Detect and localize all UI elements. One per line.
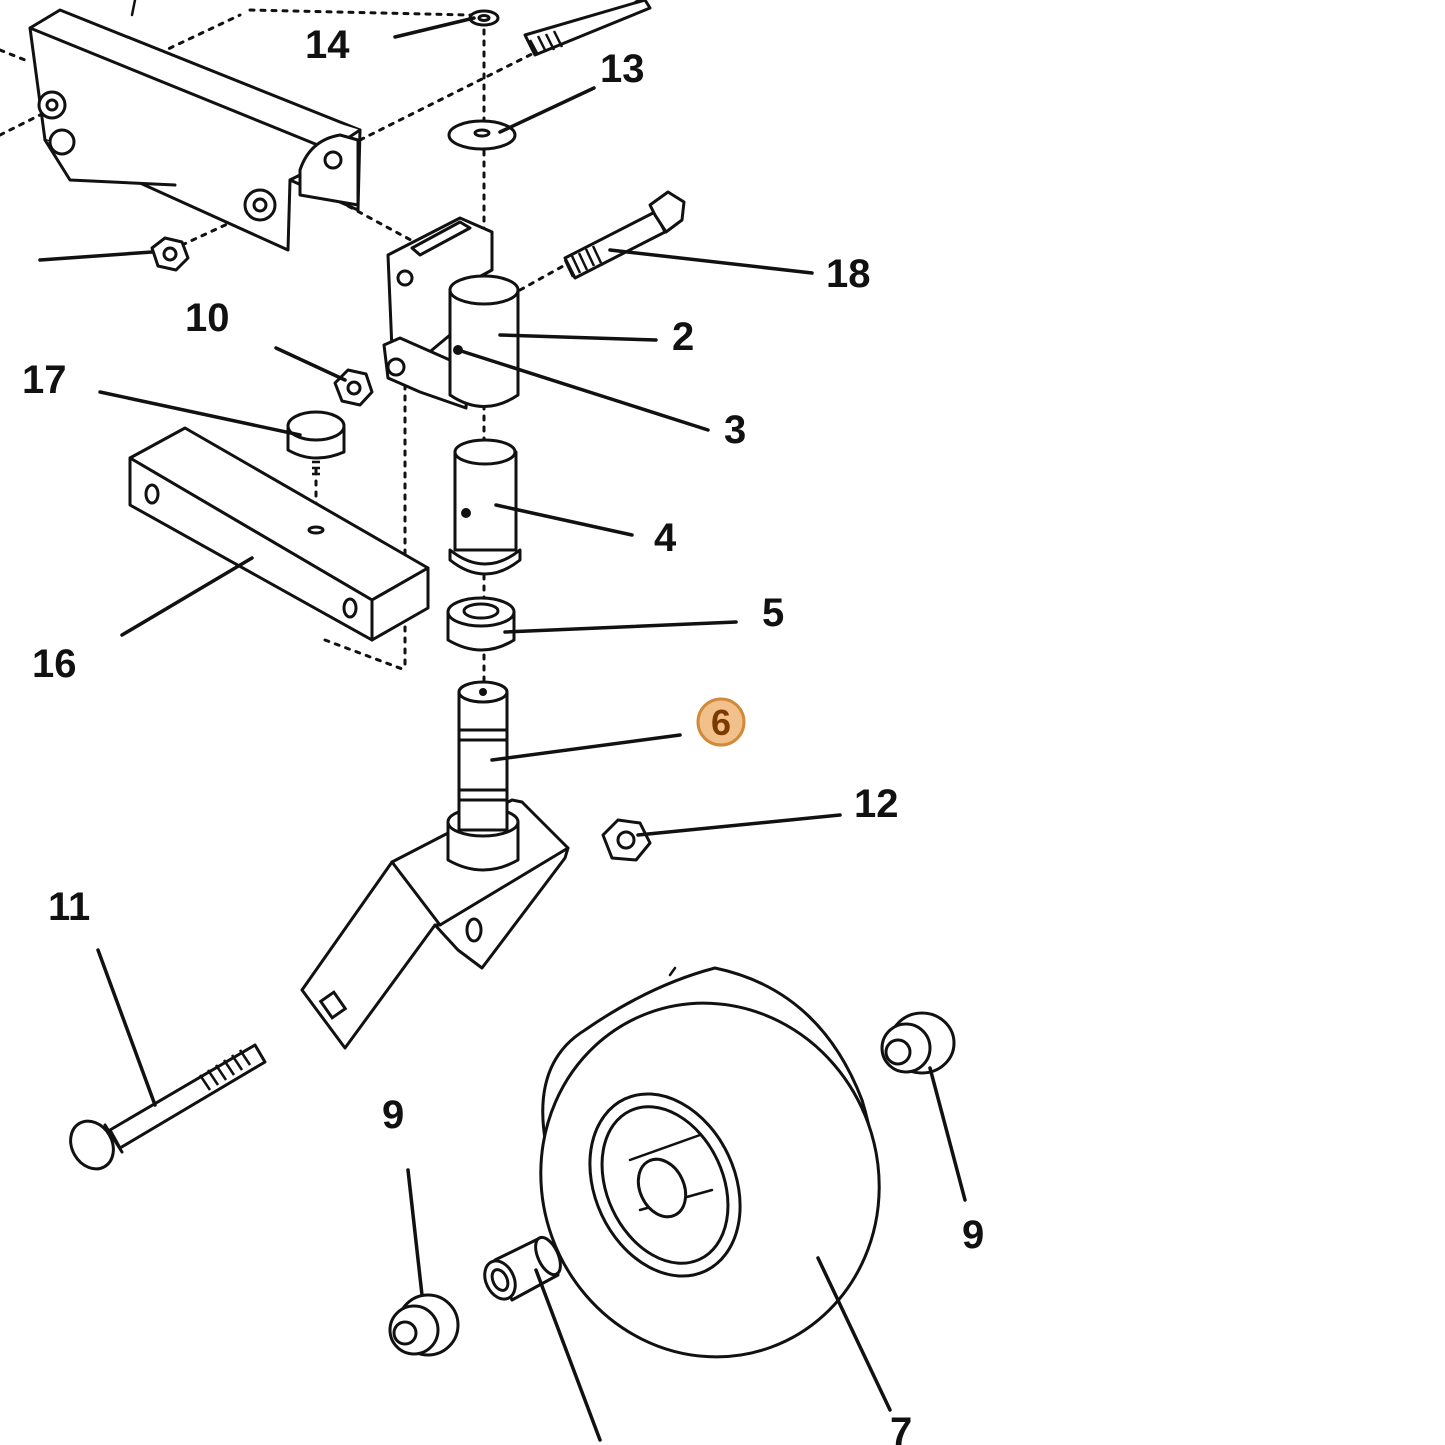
part-9-bearing-nut-upper	[880, 1011, 956, 1075]
part-12-hex-nut	[601, 818, 652, 862]
part-9-bearing-nut-lower	[388, 1293, 460, 1357]
callout-6: 6	[711, 702, 731, 743]
callout-10: 10	[185, 296, 230, 340]
caster-mount-bracket	[382, 216, 494, 410]
part-2-pivot-tube	[448, 274, 520, 408]
callout-7: 7	[890, 1410, 912, 1445]
part-5-spacer	[446, 596, 516, 652]
hex-nut-frame	[150, 236, 190, 272]
part-6-caster-fork	[300, 680, 570, 1050]
callout-13: 13	[600, 47, 645, 91]
callout-9-lower: 9	[382, 1093, 404, 1137]
callout-5: 5	[762, 591, 784, 635]
callout-6-highlight	[696, 697, 746, 747]
frame-bracket	[28, 0, 362, 252]
callout-16: 16	[32, 642, 77, 686]
callout-9-upper: 9	[962, 1213, 984, 1257]
part-13-flat-washer	[447, 119, 517, 151]
callout-17: 17	[22, 358, 67, 402]
callout-2: 2	[672, 315, 694, 359]
callout-12: 12	[854, 782, 899, 826]
callout-4: 4	[654, 516, 677, 560]
callout-labels: 14 13 18 2 10 17 3 4 5 16 6 12 11 9 9 7	[22, 23, 984, 1445]
leader-lines	[38, 16, 967, 1442]
part-16-square-bar	[128, 426, 430, 642]
part-17-bumper	[286, 410, 346, 476]
callout-18: 18	[826, 252, 871, 296]
part-18-bolt	[563, 190, 686, 280]
callout-14: 14	[305, 23, 350, 67]
part-7-caster-wheel	[539, 966, 881, 1359]
part-11-carriage-bolt	[69, 1043, 267, 1171]
callout-3: 3	[724, 408, 746, 452]
axle-spacer	[483, 1235, 562, 1302]
top-bolt	[523, 0, 652, 57]
part-4-bushing	[448, 438, 522, 576]
part-10-hex-nut	[333, 368, 374, 407]
callout-11: 11	[48, 885, 90, 929]
